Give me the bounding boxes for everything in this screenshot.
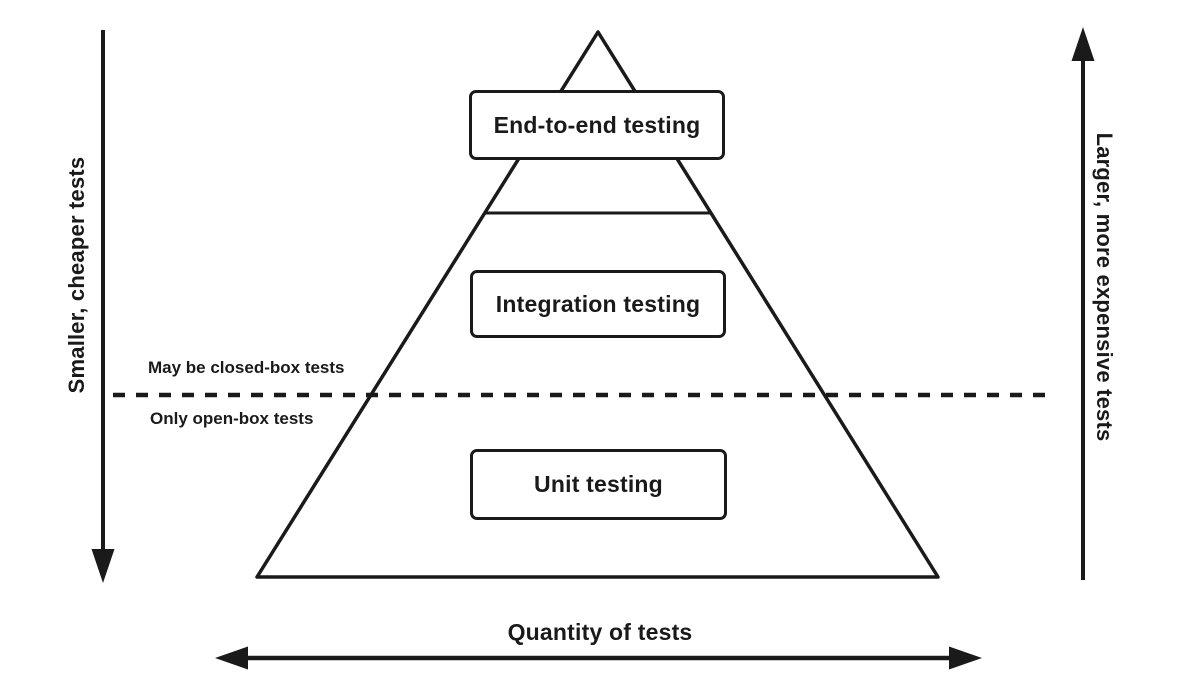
closed-box-tests-label: May be closed-box tests bbox=[148, 358, 345, 377]
level-box-end-to-end: End-to-end testing bbox=[469, 90, 725, 160]
arrow-left-icon bbox=[215, 646, 248, 670]
open-box-tests-label: Only open-box tests bbox=[150, 409, 314, 428]
quantity-axis-label: Quantity of tests bbox=[507, 619, 693, 645]
level-box-integration-label: Integration testing bbox=[495, 290, 701, 317]
right-axis-arrow bbox=[1071, 27, 1095, 580]
left-axis-label: Smaller, cheaper tests bbox=[64, 156, 89, 394]
quantity-axis-arrow bbox=[215, 646, 982, 670]
level-box-integration: Integration testing bbox=[470, 270, 726, 338]
arrow-right-icon bbox=[949, 646, 982, 670]
arrow-down-icon bbox=[91, 549, 115, 583]
right-axis-label: Larger, more expensive tests bbox=[1092, 132, 1117, 442]
level-box-unit-label: Unit testing bbox=[534, 471, 663, 497]
level-box-unit: Unit testing bbox=[470, 449, 727, 520]
level-box-end-to-end-label: End-to-end testing bbox=[493, 111, 701, 138]
left-axis-arrow bbox=[91, 30, 115, 583]
arrow-up-icon bbox=[1071, 27, 1095, 61]
